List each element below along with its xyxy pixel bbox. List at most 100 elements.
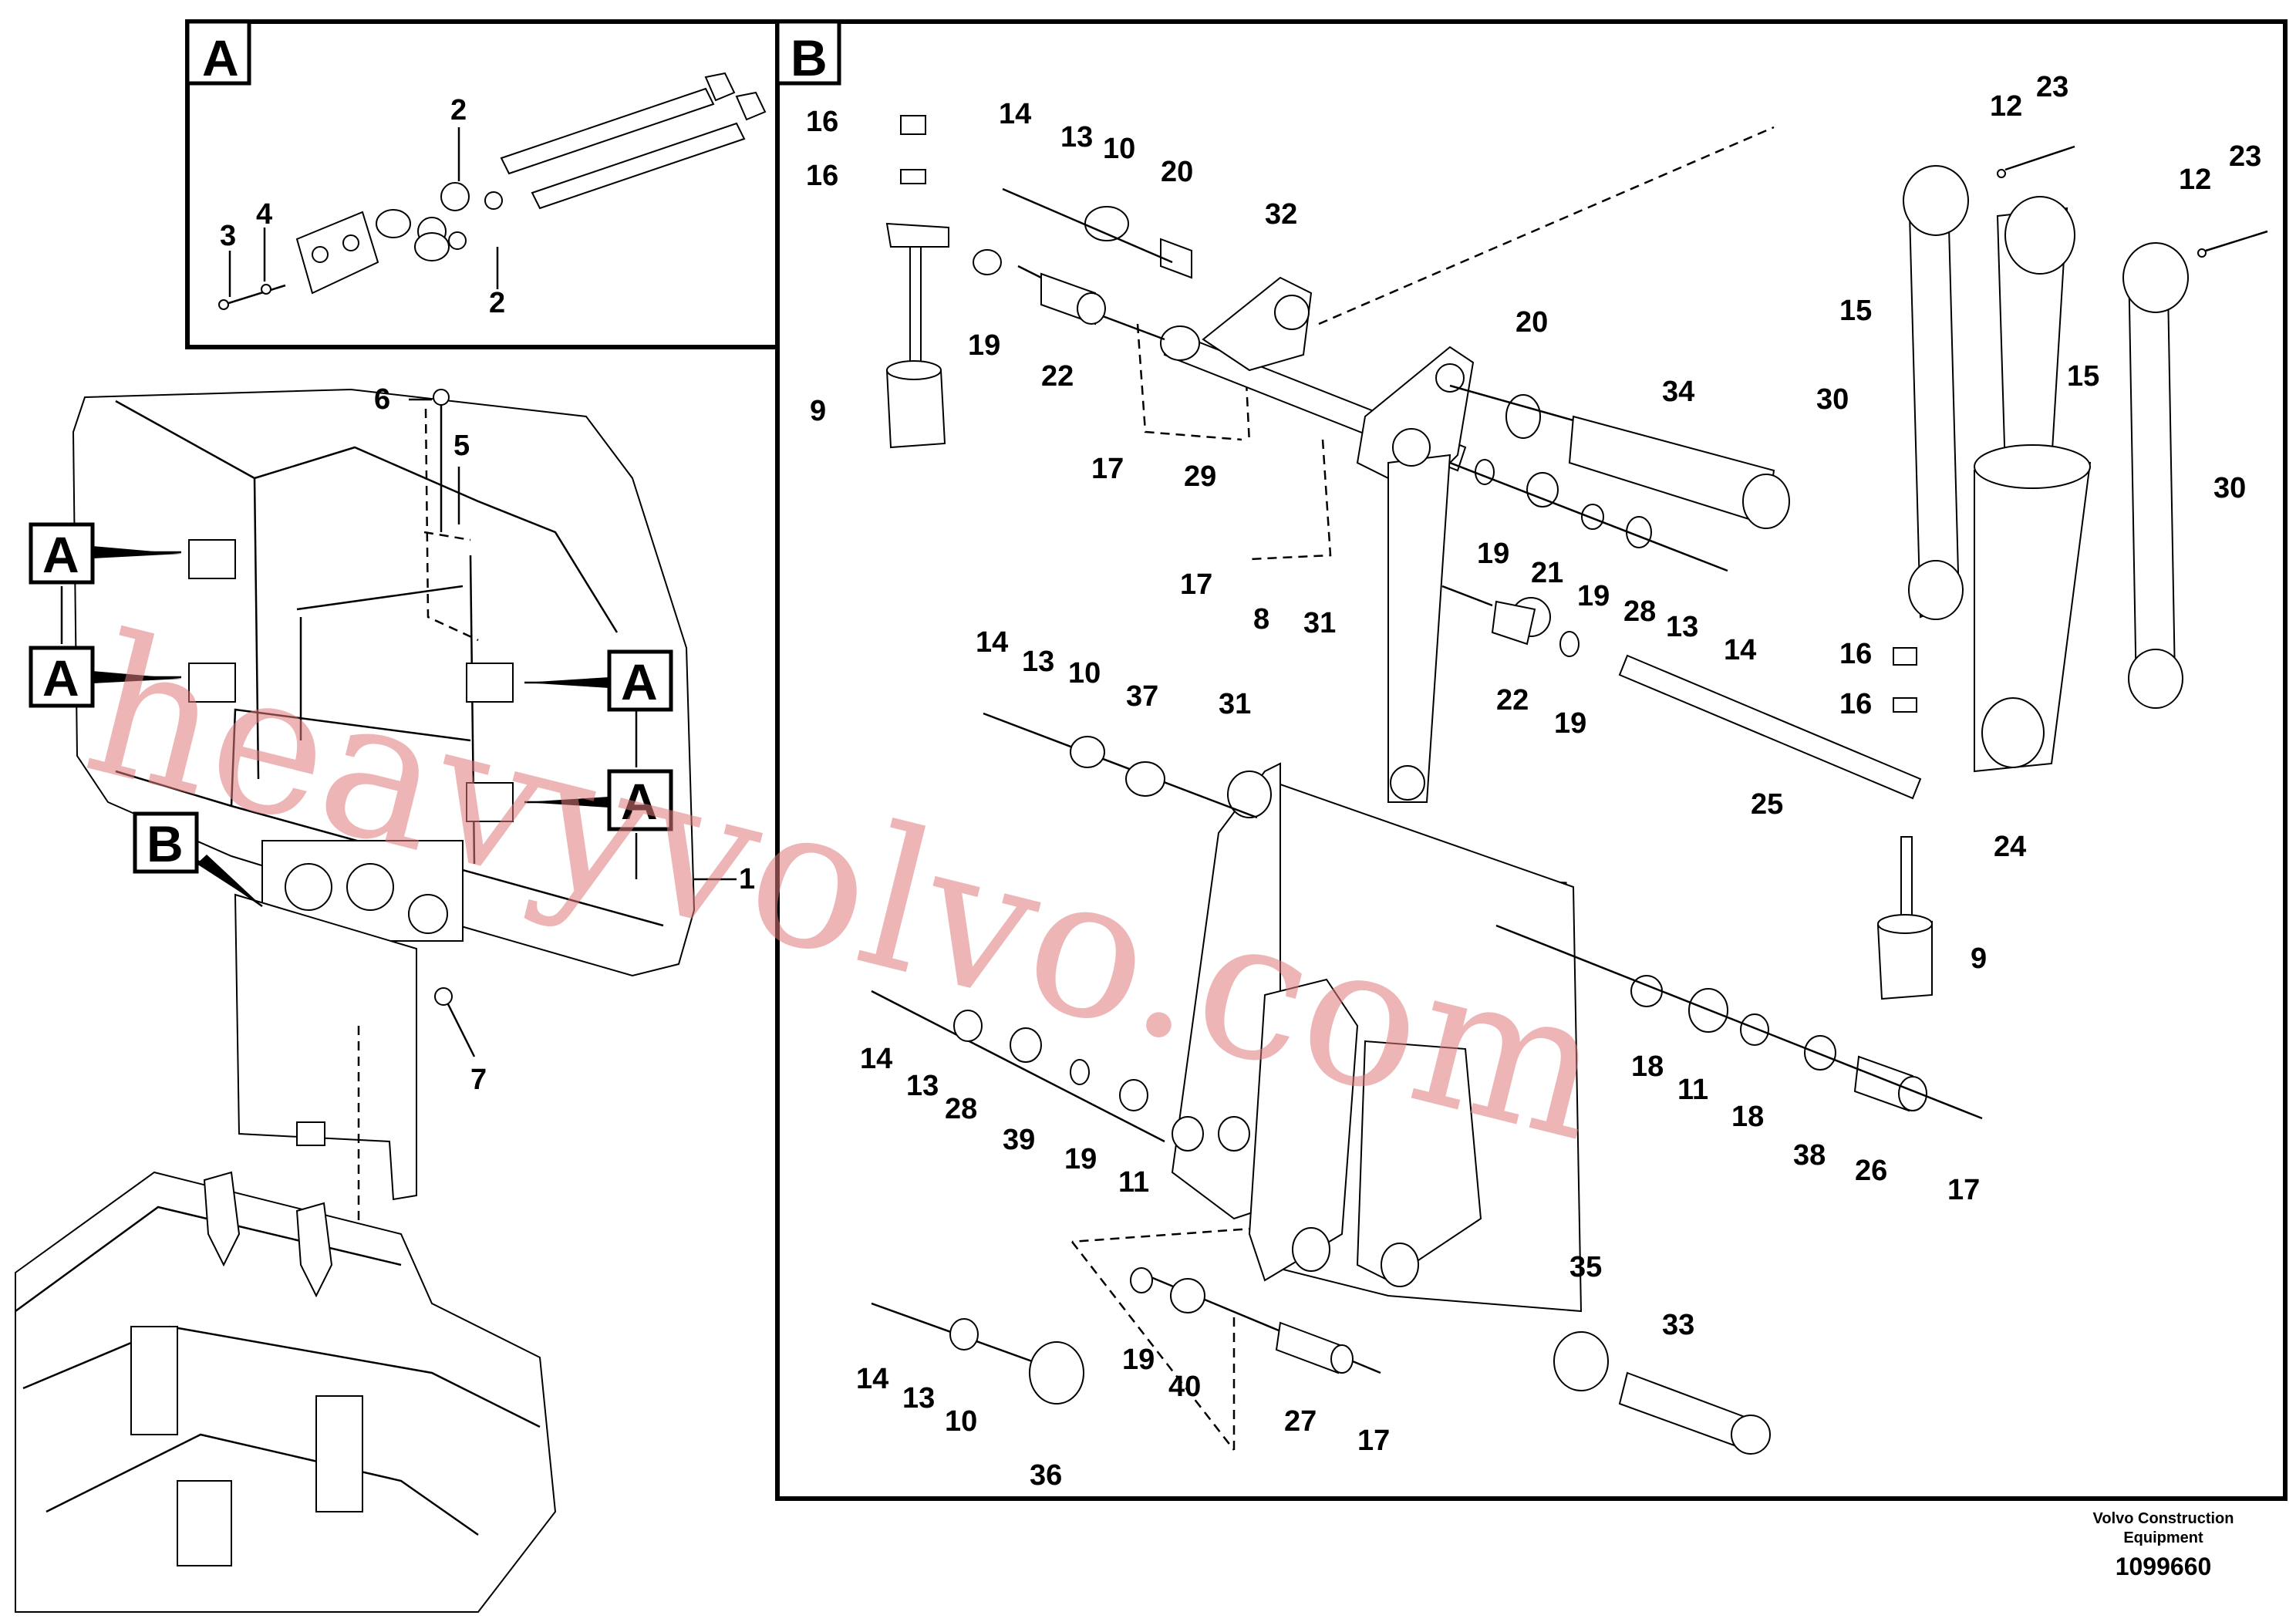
- inset-b-label: 27: [1284, 1405, 1317, 1438]
- inset-b-label: 17: [1180, 568, 1212, 601]
- inset-b-label: 10: [1103, 133, 1135, 165]
- inset-b-label: 31: [1219, 688, 1251, 720]
- inset-b-label: 14: [976, 626, 1008, 659]
- inset-b-label: 14: [860, 1043, 892, 1075]
- inset-b-label: 14: [1724, 634, 1756, 666]
- inset-b-label: 9: [810, 395, 826, 427]
- inset-b-tag: [775, 19, 841, 86]
- inset-b-label: 24: [1994, 831, 2026, 863]
- svg-text:A: A: [42, 649, 79, 706]
- callout-a: A: [607, 769, 673, 831]
- inset-b-label: 16: [806, 160, 838, 192]
- clamp-plate: [295, 211, 379, 295]
- inset-b-label: 20: [1515, 306, 1548, 339]
- inset-b-label: 31: [1303, 607, 1336, 639]
- inset-b-label: 13: [906, 1070, 939, 1102]
- inset-a-frame: [185, 19, 780, 349]
- inset-a-label: 4: [256, 198, 272, 231]
- upper-frame: [15, 1171, 557, 1613]
- overview-label: 6: [374, 383, 390, 416]
- inset-b-label: 14: [999, 98, 1031, 130]
- callout-b: B: [133, 811, 199, 874]
- inset-b-letter: B: [791, 29, 828, 86]
- inset-b-label: 18: [1731, 1101, 1764, 1133]
- inset-b-label: 30: [1816, 383, 1849, 416]
- inset-b-label: 20: [1161, 156, 1193, 188]
- inset-b-label: 33: [1662, 1309, 1694, 1341]
- inset-b-label: 37: [1126, 680, 1158, 713]
- inset-b-label: 14: [856, 1363, 888, 1395]
- svg-text:A: A: [621, 773, 658, 830]
- svg-text:A: A: [621, 653, 658, 710]
- inset-b-label: 23: [2229, 140, 2261, 173]
- callout-a: A: [607, 649, 673, 712]
- inset-a: A 2 2 3 4: [185, 19, 780, 349]
- long-bolts: [500, 72, 767, 210]
- inset-b-label: 17: [1357, 1425, 1390, 1457]
- inset-b-label: 29: [1184, 460, 1216, 493]
- inset-b-label: 19: [1122, 1344, 1155, 1376]
- mount-block: [188, 663, 236, 703]
- inset-b-label: 19: [1554, 707, 1586, 740]
- mount-block: [188, 539, 236, 579]
- inset-b-label: 21: [1531, 557, 1563, 589]
- inset-b-label: 15: [2067, 360, 2099, 393]
- inset-a-label: 3: [220, 220, 236, 252]
- bracket-plate: [234, 893, 417, 1201]
- inset-b-label: 11: [1118, 1166, 1149, 1199]
- svg-text:A: A: [42, 526, 79, 583]
- link-30: [2127, 245, 2176, 696]
- inset-b-label: 13: [902, 1382, 935, 1415]
- inset-b-label: 28: [1623, 595, 1656, 628]
- inset-b-label: 34: [1662, 376, 1694, 408]
- lever-31-upper: [1387, 454, 1451, 803]
- inset-b-label: 19: [1577, 580, 1610, 612]
- inset-b-label: 13: [1666, 611, 1698, 643]
- inset-b-label: 13: [1060, 121, 1093, 153]
- inset-b-label: 22: [1496, 684, 1529, 717]
- inset-b-label: 18: [1631, 1050, 1664, 1083]
- inset-b-label: 23: [2036, 71, 2068, 103]
- inset-b-label: 26: [1855, 1155, 1887, 1187]
- inset-b-label: 22: [1041, 360, 1074, 393]
- overview-label: 7: [470, 1064, 487, 1096]
- callout-a: A: [29, 646, 95, 708]
- inset-b-label: 36: [1030, 1459, 1062, 1492]
- inset-b-label: 12: [2179, 164, 2211, 196]
- inset-b-label: 28: [945, 1093, 977, 1125]
- inset-b-label: 17: [1947, 1174, 1980, 1206]
- inset-b-label: 13: [1022, 646, 1054, 678]
- inset-b-label: 8: [1253, 603, 1269, 636]
- inset-b-label: 9: [1971, 943, 1987, 975]
- inset-b-label: 39: [1003, 1124, 1035, 1156]
- svg-text:B: B: [147, 815, 184, 872]
- overview-label: 1: [739, 863, 755, 895]
- inset-b-label: 38: [1793, 1139, 1826, 1172]
- company-line-1: Volvo Construction: [2093, 1510, 2234, 1527]
- inset-b-label: 25: [1751, 788, 1783, 821]
- drawing-number: 1099660: [2116, 1553, 2212, 1580]
- nuts-and-washers: [376, 182, 503, 261]
- inset-b-label: 16: [806, 106, 838, 138]
- inset-b-label: 10: [1068, 657, 1101, 690]
- inset-b-frame: [775, 19, 2288, 1501]
- inset-b-label: 40: [1168, 1371, 1201, 1403]
- inset-b-label: 19: [1477, 538, 1509, 570]
- company-line-2: Equipment: [2123, 1529, 2203, 1546]
- rod-25: [1618, 654, 1922, 800]
- link-30: [1907, 168, 1961, 619]
- footer: Volvo Construction Equipment 1099660: [2093, 1510, 2234, 1580]
- inset-b-label: 19: [1064, 1143, 1097, 1175]
- inset-a-label: 2: [450, 94, 467, 126]
- inset-b-label: 30: [2213, 472, 2246, 504]
- inset-b-label: 19: [968, 329, 1000, 362]
- mount-block: [466, 782, 514, 822]
- lever-31-lower: [1171, 762, 1281, 1220]
- inset-b-label: 32: [1265, 198, 1297, 231]
- mount-block: [466, 663, 514, 703]
- inset-b-label: 16: [1839, 638, 1872, 670]
- inset-b-label: 15: [1839, 295, 1872, 327]
- inset-a-letter: A: [202, 29, 239, 86]
- counterweight: [72, 388, 696, 977]
